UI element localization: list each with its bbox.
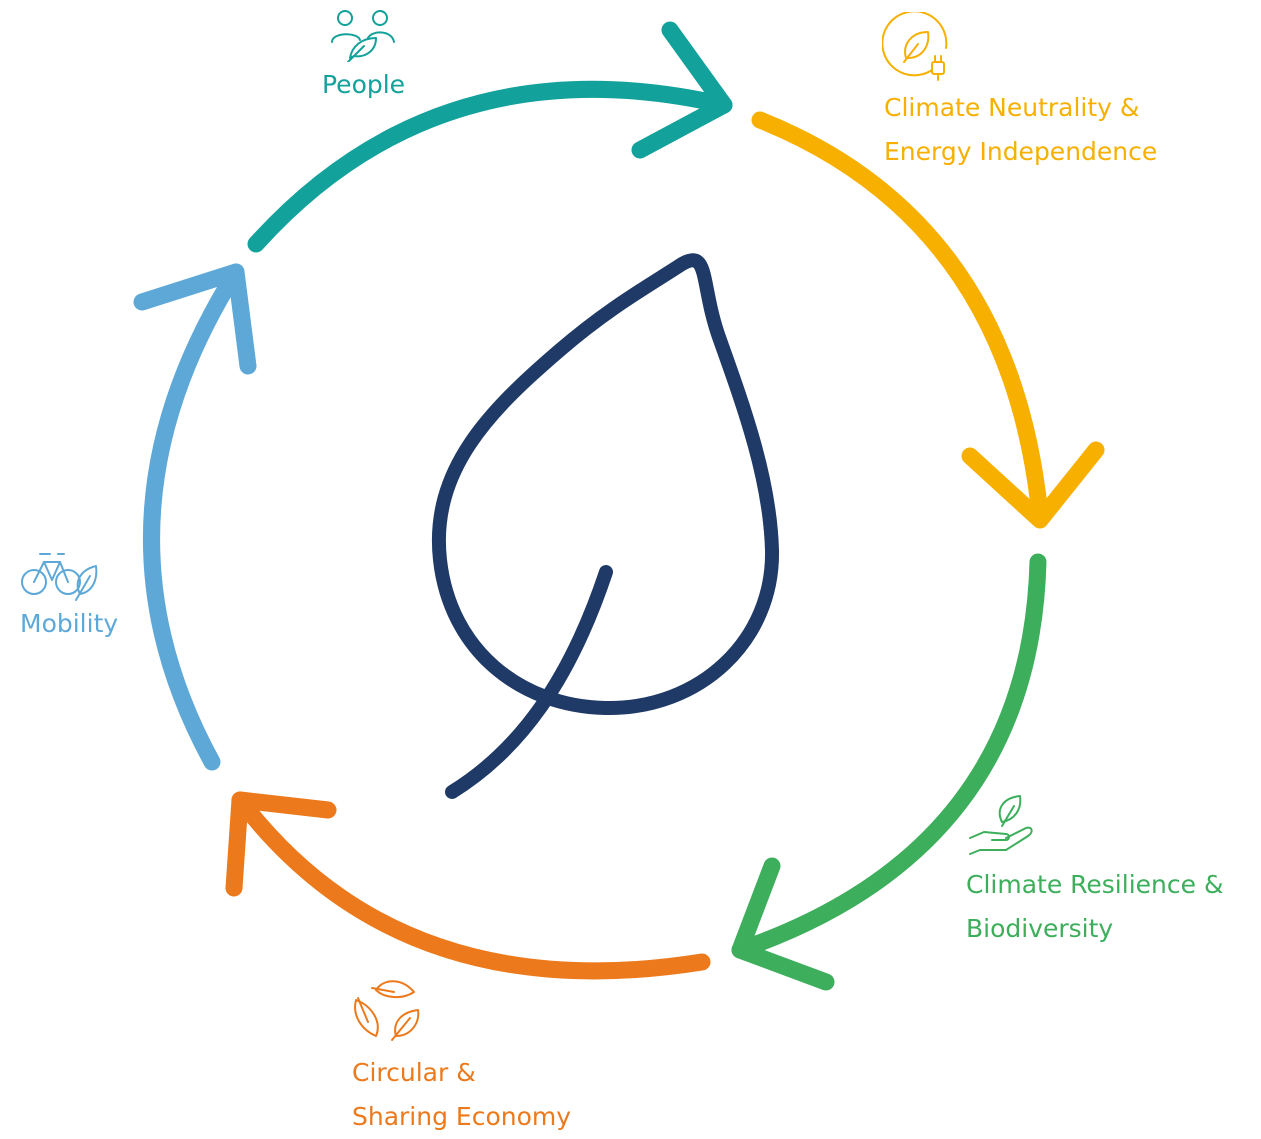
leaf-icon: [431, 253, 780, 799]
label-circular: Circular & Sharing Economy: [352, 1051, 571, 1139]
people-leaf-icon: [331, 10, 395, 62]
label-circular-line-2: Sharing Economy: [352, 1102, 572, 1131]
label-climate-neutrality: Climate Neutrality & Energy Independence: [884, 86, 1157, 174]
arc-resilience: [731, 553, 1047, 991]
label-climate-neutrality-line-2: Energy Independence: [884, 137, 1158, 166]
label-people: People: [322, 63, 405, 107]
arc-circular: [225, 791, 711, 980]
label-resilience-line-2: Biodiversity: [966, 914, 1114, 943]
label-resilience-line-1: Climate Resilience &: [966, 870, 1224, 899]
label-circular-line-1: Circular &: [352, 1058, 476, 1087]
label-resilience: Climate Resilience & Biodiversity: [966, 863, 1223, 951]
hand-sprout-icon: [969, 795, 1033, 855]
arc-mobility: [133, 263, 257, 771]
arc-climate-neutrality: [751, 111, 1105, 529]
leaf-plug-icon: [882, 12, 948, 81]
arc-people: [247, 21, 733, 253]
recycle-leaves-icon: [354, 980, 420, 1041]
label-mobility-line-1: Mobility: [20, 609, 119, 638]
bicycle-leaf-icon: [21, 553, 98, 601]
label-people-line-1: People: [322, 70, 406, 99]
label-climate-neutrality-line-1: Climate Neutrality &: [884, 93, 1140, 122]
label-mobility: Mobility: [20, 602, 118, 646]
